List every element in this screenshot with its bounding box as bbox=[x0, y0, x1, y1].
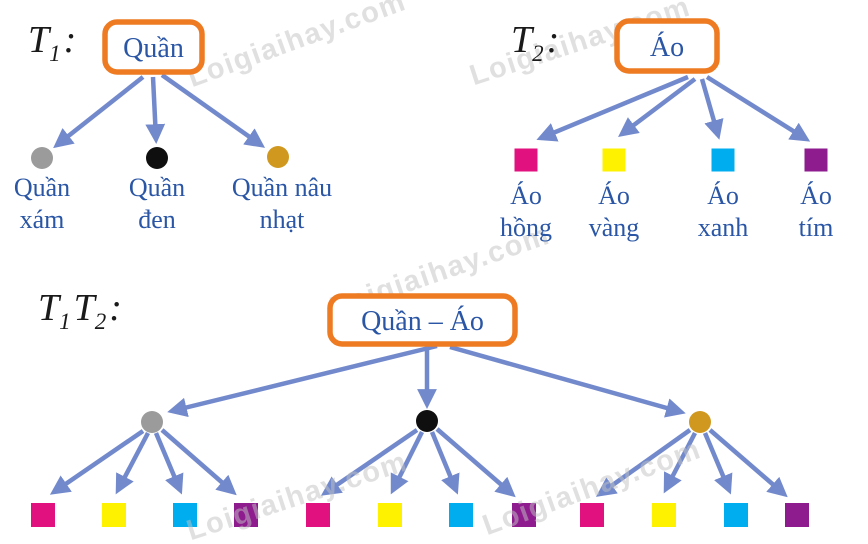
t1t2-arrow bbox=[708, 428, 788, 498]
t1t2-title-part: T bbox=[74, 287, 98, 329]
t1t2-arrow bbox=[702, 432, 733, 495]
t2-node-purple-label-line: Áo bbox=[800, 181, 832, 210]
t1t2-leaf-cyan-square bbox=[724, 503, 748, 527]
t2-node-yellow-label-line: Áo bbox=[598, 181, 630, 210]
watermark-text: Loigiaihay.com bbox=[183, 0, 410, 94]
t1-arrow bbox=[145, 76, 166, 144]
t1t2-root-label: Quần – Áo bbox=[361, 306, 484, 337]
t2-arrow bbox=[705, 75, 811, 142]
t1t2-arrow bbox=[115, 431, 150, 495]
t1t2-arrow bbox=[390, 430, 425, 495]
t1-root-box bbox=[102, 19, 205, 75]
t1-title-part: T bbox=[28, 19, 52, 61]
t1t2-leaf-pink-square bbox=[31, 503, 55, 527]
t2-arrow bbox=[618, 77, 697, 137]
t2-node-cyan-square bbox=[711, 148, 735, 172]
t1-root-label: Quần bbox=[123, 33, 184, 64]
t1t2-title-part: 2 bbox=[95, 309, 107, 334]
t1t2-arrow bbox=[663, 431, 697, 494]
t2-node-purple-square bbox=[804, 148, 828, 172]
t2-title-part: : bbox=[547, 19, 560, 61]
t1t2-leaf-purple-square bbox=[234, 503, 258, 527]
t1t2-node-black-dot bbox=[416, 410, 438, 432]
t1-node-black-label: Quần đen bbox=[129, 173, 185, 234]
t2-node-yellow-label: Áo vàng bbox=[589, 181, 640, 242]
t2-title-part: T bbox=[511, 19, 535, 61]
t1-node-light-brown-label-line: nhạt bbox=[260, 205, 306, 234]
t1-node-light-brown-label: Quần nâu nhạt bbox=[232, 173, 332, 234]
t1t2-leaf-yellow-square bbox=[102, 503, 126, 527]
t1-title-part: : bbox=[64, 19, 77, 61]
t1t2-arrow bbox=[167, 343, 438, 418]
t1-arrow bbox=[53, 75, 145, 149]
t1t2-leaf-yellow-square bbox=[652, 503, 676, 527]
t2-node-cyan-label-line: xanh bbox=[698, 213, 749, 242]
t2-node-pink-label: Áo hồng bbox=[500, 181, 552, 242]
t1t2-node-light-brown-dot bbox=[689, 411, 711, 433]
t1-node-gray-label-line: xám bbox=[20, 205, 65, 234]
t1-node-light-brown-dot bbox=[267, 146, 289, 168]
t2-node-pink-square bbox=[514, 148, 538, 172]
watermark-text: Loigiaihay.com bbox=[183, 446, 412, 544]
t2-node-yellow-label-line: vàng bbox=[589, 213, 640, 242]
t2-root-label: Áo bbox=[650, 32, 684, 63]
t1t2-arrow bbox=[449, 344, 686, 418]
t1t2-arrow bbox=[435, 427, 516, 498]
t2-node-purple-label-line: tím bbox=[799, 213, 834, 242]
t1-node-gray-label: Quần xám bbox=[14, 173, 70, 234]
t1t2-title: T1T2: bbox=[38, 287, 122, 334]
t1t2-arrow bbox=[49, 429, 145, 495]
t1t2-arrow bbox=[160, 428, 237, 496]
t1-node-black-label-line: đen bbox=[138, 205, 176, 234]
t1t2-node-gray-dot bbox=[141, 411, 163, 433]
t1t2-leaf-purple-square bbox=[785, 503, 809, 527]
t1t2-root-box bbox=[327, 293, 518, 347]
t1t2-arrow bbox=[153, 432, 184, 495]
t1t2-leaf-yellow-square bbox=[378, 503, 402, 527]
t1-node-gray-label-line: Quần bbox=[14, 173, 70, 202]
t1t2-arrow bbox=[429, 431, 460, 495]
t2-root-box bbox=[614, 18, 720, 74]
t1-arrow bbox=[160, 73, 266, 148]
t1t2-leaf-cyan-square bbox=[449, 503, 473, 527]
t1t2-leaf-pink-square bbox=[580, 503, 604, 527]
t2-node-pink-label-line: Áo bbox=[510, 181, 542, 210]
t2-node-purple-label: Áo tím bbox=[799, 181, 834, 242]
t1t2-title-part: : bbox=[109, 287, 122, 329]
t1-node-black-label-line: Quần bbox=[129, 173, 185, 202]
t2-title: T2: bbox=[511, 19, 559, 66]
t1-node-light-brown-label-line: Quần nâu bbox=[232, 173, 332, 202]
t1t2-title-part: 1 bbox=[59, 309, 71, 334]
t1t2-leaf-pink-square bbox=[306, 503, 330, 527]
t1-title-part: 1 bbox=[49, 41, 61, 66]
t1t2-leaf-purple-square bbox=[512, 503, 536, 527]
t2-node-cyan-label: Áo xanh bbox=[698, 181, 749, 242]
t1t2-arrow bbox=[320, 428, 419, 496]
t1t2-arrow bbox=[595, 428, 692, 497]
t1t2-leaf-cyan-square bbox=[173, 503, 197, 527]
t2-arrow bbox=[536, 74, 689, 142]
t2-title-part: 2 bbox=[532, 41, 544, 66]
t2-node-pink-label-line: hồng bbox=[500, 213, 552, 242]
t1-title: T1: bbox=[28, 19, 76, 66]
t1-node-gray-dot bbox=[31, 147, 53, 169]
t2-node-yellow-square bbox=[602, 148, 626, 172]
t1t2-title-part: T bbox=[38, 287, 62, 329]
t1-node-black-dot bbox=[146, 147, 168, 169]
t2-arrow bbox=[699, 78, 724, 140]
t2-node-cyan-label-line: Áo bbox=[707, 181, 739, 210]
